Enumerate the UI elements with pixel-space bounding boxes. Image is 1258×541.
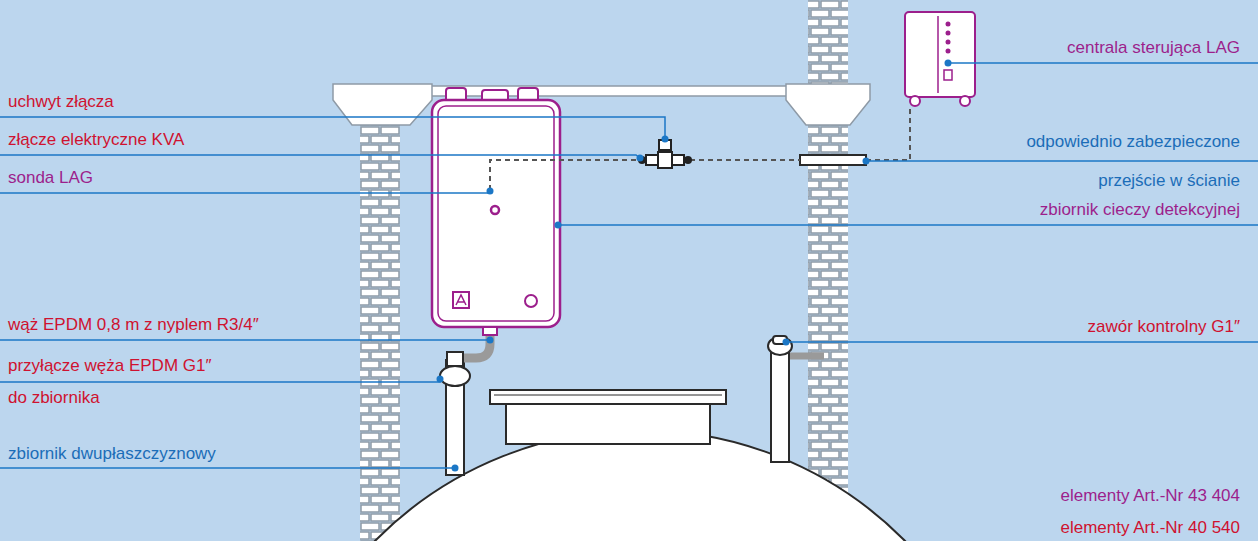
manhole bbox=[506, 404, 710, 444]
callout-label: uchwyt złącza bbox=[8, 92, 114, 112]
callout-label: złącze elektryczne KVA bbox=[8, 130, 184, 150]
hose-connector bbox=[440, 366, 470, 386]
probe-cable bbox=[490, 106, 910, 190]
callout-label: elementy Art.-Nr 40 540 bbox=[1060, 518, 1240, 538]
callout-label: odpowiednio zabezpieczone przejście w śc… bbox=[1022, 122, 1240, 200]
callout-label: przyłącze węża EPDM G1″ do zbiornika bbox=[8, 350, 216, 414]
callout-label: zbiornik cieczy detekcyjnej bbox=[1040, 200, 1240, 220]
wall-passage bbox=[800, 155, 866, 165]
callout-label: zawór kontrolny G1″ bbox=[1088, 317, 1240, 337]
brick-wall bbox=[360, 125, 400, 541]
kva-connector bbox=[638, 152, 692, 168]
brick-wall bbox=[808, 0, 848, 541]
detection-liquid-tank bbox=[432, 88, 560, 335]
callout-label: centrala sterująca LAG bbox=[1067, 38, 1240, 58]
hose-nipple bbox=[447, 352, 463, 366]
wall-support bbox=[786, 84, 870, 125]
callout-label: elementy Art.-Nr 43 404 bbox=[1060, 486, 1240, 506]
control-valve bbox=[768, 337, 792, 355]
manhole-lid bbox=[490, 390, 726, 404]
control-unit bbox=[905, 12, 975, 106]
callout-label: zbiornik dwupłaszczyznowy bbox=[8, 444, 216, 464]
epdm-hose bbox=[464, 334, 490, 358]
leader-lines bbox=[0, 63, 1258, 468]
lid-edge bbox=[494, 395, 722, 396]
wall-support bbox=[333, 84, 432, 125]
leader-dots bbox=[437, 60, 952, 472]
callout-label: wąż EPDM 0,8 m z nyplem R3/4″ bbox=[8, 315, 259, 335]
pipe bbox=[771, 350, 789, 462]
callout-label: sonda LAG bbox=[8, 168, 93, 188]
double-wall-tank bbox=[268, 430, 1012, 541]
valve-stub bbox=[790, 353, 824, 360]
